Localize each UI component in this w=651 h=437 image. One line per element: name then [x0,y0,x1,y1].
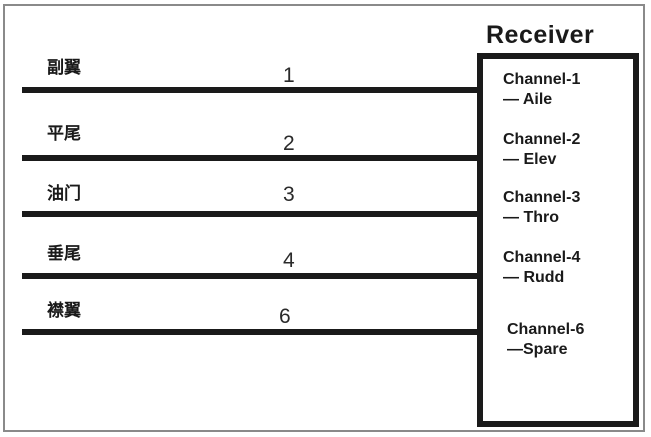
function-label-rudder: 垂尾 [47,244,81,264]
wire-channel-3 [22,211,477,217]
receiver-title: Receiver [486,21,595,49]
receiver-box [477,53,639,427]
channel-number-6: 6 [279,305,291,328]
channel-number-4: 4 [283,249,295,272]
wire-channel-1 [22,87,477,93]
function-label-elevator: 平尾 [47,124,81,144]
channel-function: — Elev [503,151,557,168]
channel-number-2: 2 [283,132,295,155]
diagram-frame [3,4,645,432]
channel-name: Channel-2 [503,131,581,148]
channel-number-3: 3 [283,183,295,206]
function-label-aileron: 副翼 [47,58,81,78]
function-label-flap: 襟翼 [47,301,81,321]
receiver-channel-2: Channel-2 — Elev [503,130,580,170]
channel-name: Channel-6 [507,321,585,338]
channel-name: Channel-3 [503,189,581,206]
receiver-channel-1: Channel-1 — Aile [503,70,580,110]
wire-channel-6 [22,329,477,335]
receiver-channel-6: Channel-6 —Spare [507,320,584,360]
receiver-channel-4: Channel-4 — Rudd [503,248,580,288]
channel-name: Channel-1 [503,71,581,88]
channel-function: — Rudd [503,269,565,286]
channel-function: — Aile [503,91,553,108]
channel-function: —Spare [507,341,568,358]
channel-function: — Thro [503,209,559,226]
receiver-channel-3: Channel-3 — Thro [503,188,580,228]
function-label-throttle: 油门 [47,184,81,204]
wire-channel-4 [22,273,477,279]
wire-channel-2 [22,155,477,161]
channel-number-1: 1 [283,64,295,87]
channel-name: Channel-4 [503,249,581,266]
